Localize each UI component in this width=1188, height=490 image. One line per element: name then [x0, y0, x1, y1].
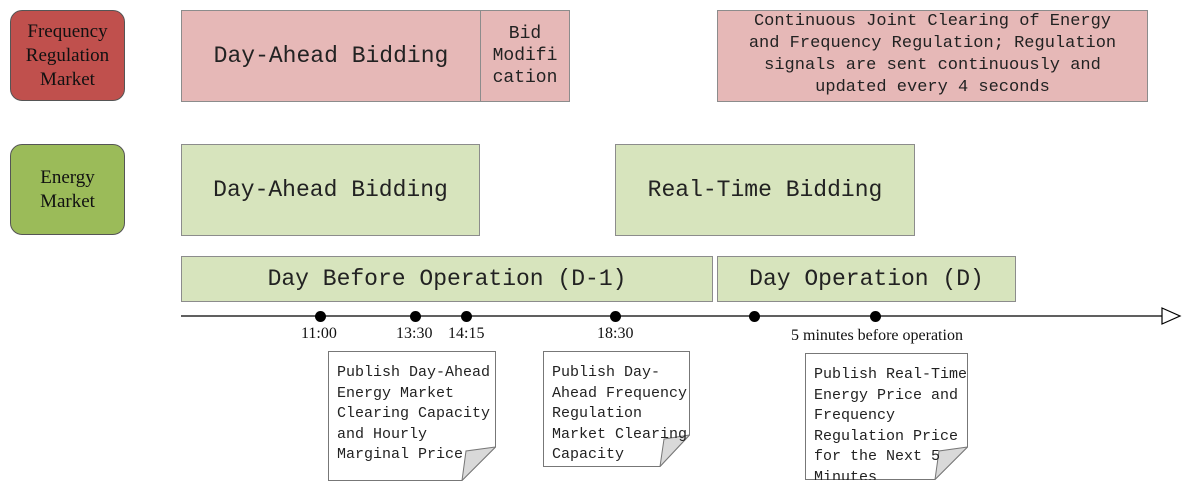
frequency-regulation-market-label: Frequency Regulation Market: [10, 10, 125, 101]
day-operation-box: Day Operation (D): [717, 256, 1016, 302]
freq-day-ahead-bidding-box: Day-Ahead Bidding: [181, 10, 481, 102]
note-day-ahead-frequency-text: Publish Day- Ahead Frequency Regulation …: [552, 364, 688, 463]
note-day-ahead-energy: Publish Day-Ahead Energy Market Clearing…: [328, 351, 496, 481]
time-label-1100: 11:00: [301, 325, 337, 342]
timeline-dot-day-start: [749, 311, 760, 322]
bid-modification-box: Bid Modifi cation: [480, 10, 570, 102]
timeline-dot-5min: [870, 311, 881, 322]
timeline-dot-1100: [315, 311, 326, 322]
timeline-arrow-icon: [1161, 307, 1182, 325]
timeline-dot-1830: [610, 311, 621, 322]
time-label-5min-before: 5 minutes before operation: [791, 327, 963, 344]
timeline-dot-1330: [410, 311, 421, 322]
timeline-dot-1415: [461, 311, 472, 322]
time-label-1330: 13:30: [396, 325, 433, 342]
day-before-operation-box: Day Before Operation (D-1): [181, 256, 713, 302]
note-day-ahead-energy-text: Publish Day-Ahead Energy Market Clearing…: [337, 364, 491, 463]
real-time-bidding-box: Real-Time Bidding: [615, 144, 915, 236]
note-real-time-price-text: Publish Real-Time Energy Price and Frequ…: [814, 366, 968, 480]
energy-market-label: Energy Market: [10, 144, 125, 235]
time-label-1415: 14:15: [448, 325, 485, 342]
timeline-axis: [181, 307, 1182, 325]
note-day-ahead-frequency: Publish Day- Ahead Frequency Regulation …: [543, 351, 690, 467]
note-real-time-price: Publish Real-Time Energy Price and Frequ…: [805, 353, 968, 480]
energy-day-ahead-bidding-box: Day-Ahead Bidding: [181, 144, 480, 236]
time-label-1830: 18:30: [597, 325, 634, 342]
continuous-joint-clearing-box: Continuous Joint Clearing of Energy and …: [717, 10, 1148, 102]
